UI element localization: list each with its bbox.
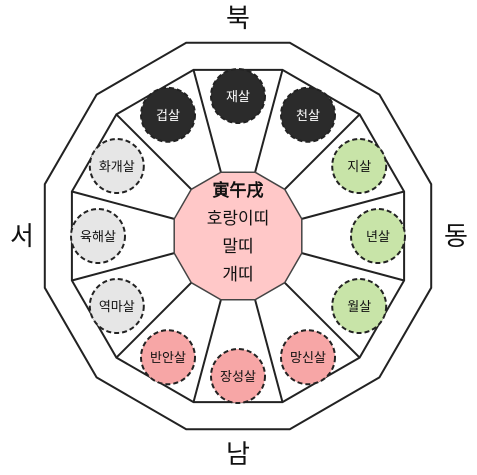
sal-node: 월살	[331, 278, 388, 334]
sal-node: 화개살	[88, 138, 145, 194]
spoke-line	[254, 299, 284, 403]
sal-node: 천살	[280, 86, 336, 143]
sal-label: 장성살	[220, 370, 256, 385]
spoke-line	[115, 113, 193, 191]
sal-label: 월살	[347, 300, 371, 315]
spoke-line	[301, 190, 405, 220]
spoke-line	[115, 281, 193, 359]
direction-north: 북	[226, 4, 250, 34]
sal-node: 지살	[331, 138, 388, 194]
sal-circle	[140, 329, 196, 386]
center-branches: 寅午戌	[213, 180, 264, 201]
sal-circle	[350, 208, 406, 264]
sal-node: 역마살	[88, 278, 145, 334]
sal-label: 겁살	[156, 109, 180, 124]
direction-south: 남	[226, 440, 250, 470]
sal-circle	[140, 86, 196, 143]
sal-node: 반안살	[140, 329, 196, 386]
spokes	[71, 69, 405, 403]
center-dodecagon	[173, 171, 303, 301]
sal-label: 화개살	[99, 160, 135, 175]
center-zodiac-tiger: 호랑이띠	[207, 209, 270, 229]
sal-label: 년살	[366, 230, 390, 245]
sal-node: 망신살	[280, 329, 336, 386]
direction-east: 동	[444, 222, 468, 252]
sal-node: 년살	[350, 208, 406, 264]
sal-node: 겁살	[140, 86, 196, 143]
sal-circle	[70, 208, 126, 264]
sal-label: 육해살	[80, 230, 116, 245]
spoke-line	[71, 252, 175, 282]
spoke-line	[283, 113, 361, 191]
spoke-line	[283, 281, 361, 359]
spoke-line	[301, 252, 405, 282]
sal-circle	[88, 278, 145, 334]
sal-circle	[280, 86, 336, 143]
sal-label: 재살	[226, 90, 250, 105]
sal-circle	[280, 329, 336, 386]
spoke-line	[71, 190, 175, 220]
direction-west: 서	[10, 222, 34, 252]
sal-circle	[88, 138, 145, 194]
sal-label: 망신살	[290, 351, 326, 366]
sal-label: 역마살	[99, 300, 135, 315]
center-zodiac-dog: 개띠	[222, 265, 253, 285]
sal-label: 반안살	[150, 351, 186, 366]
sal-circle	[210, 68, 266, 124]
spoke-line	[192, 299, 222, 403]
sal-circle	[331, 278, 388, 334]
spoke-line	[254, 69, 284, 173]
sal-circle	[331, 138, 388, 194]
sal-circle	[210, 348, 266, 404]
center-zodiac-horse: 말띠	[222, 237, 253, 257]
spoke-line	[192, 69, 222, 173]
sal-label: 지살	[347, 160, 371, 175]
sal-node: 장성살	[210, 348, 266, 404]
sal-node: 육해살	[70, 208, 126, 264]
sal-node: 재살	[210, 68, 266, 124]
sal-label: 천살	[296, 109, 320, 124]
